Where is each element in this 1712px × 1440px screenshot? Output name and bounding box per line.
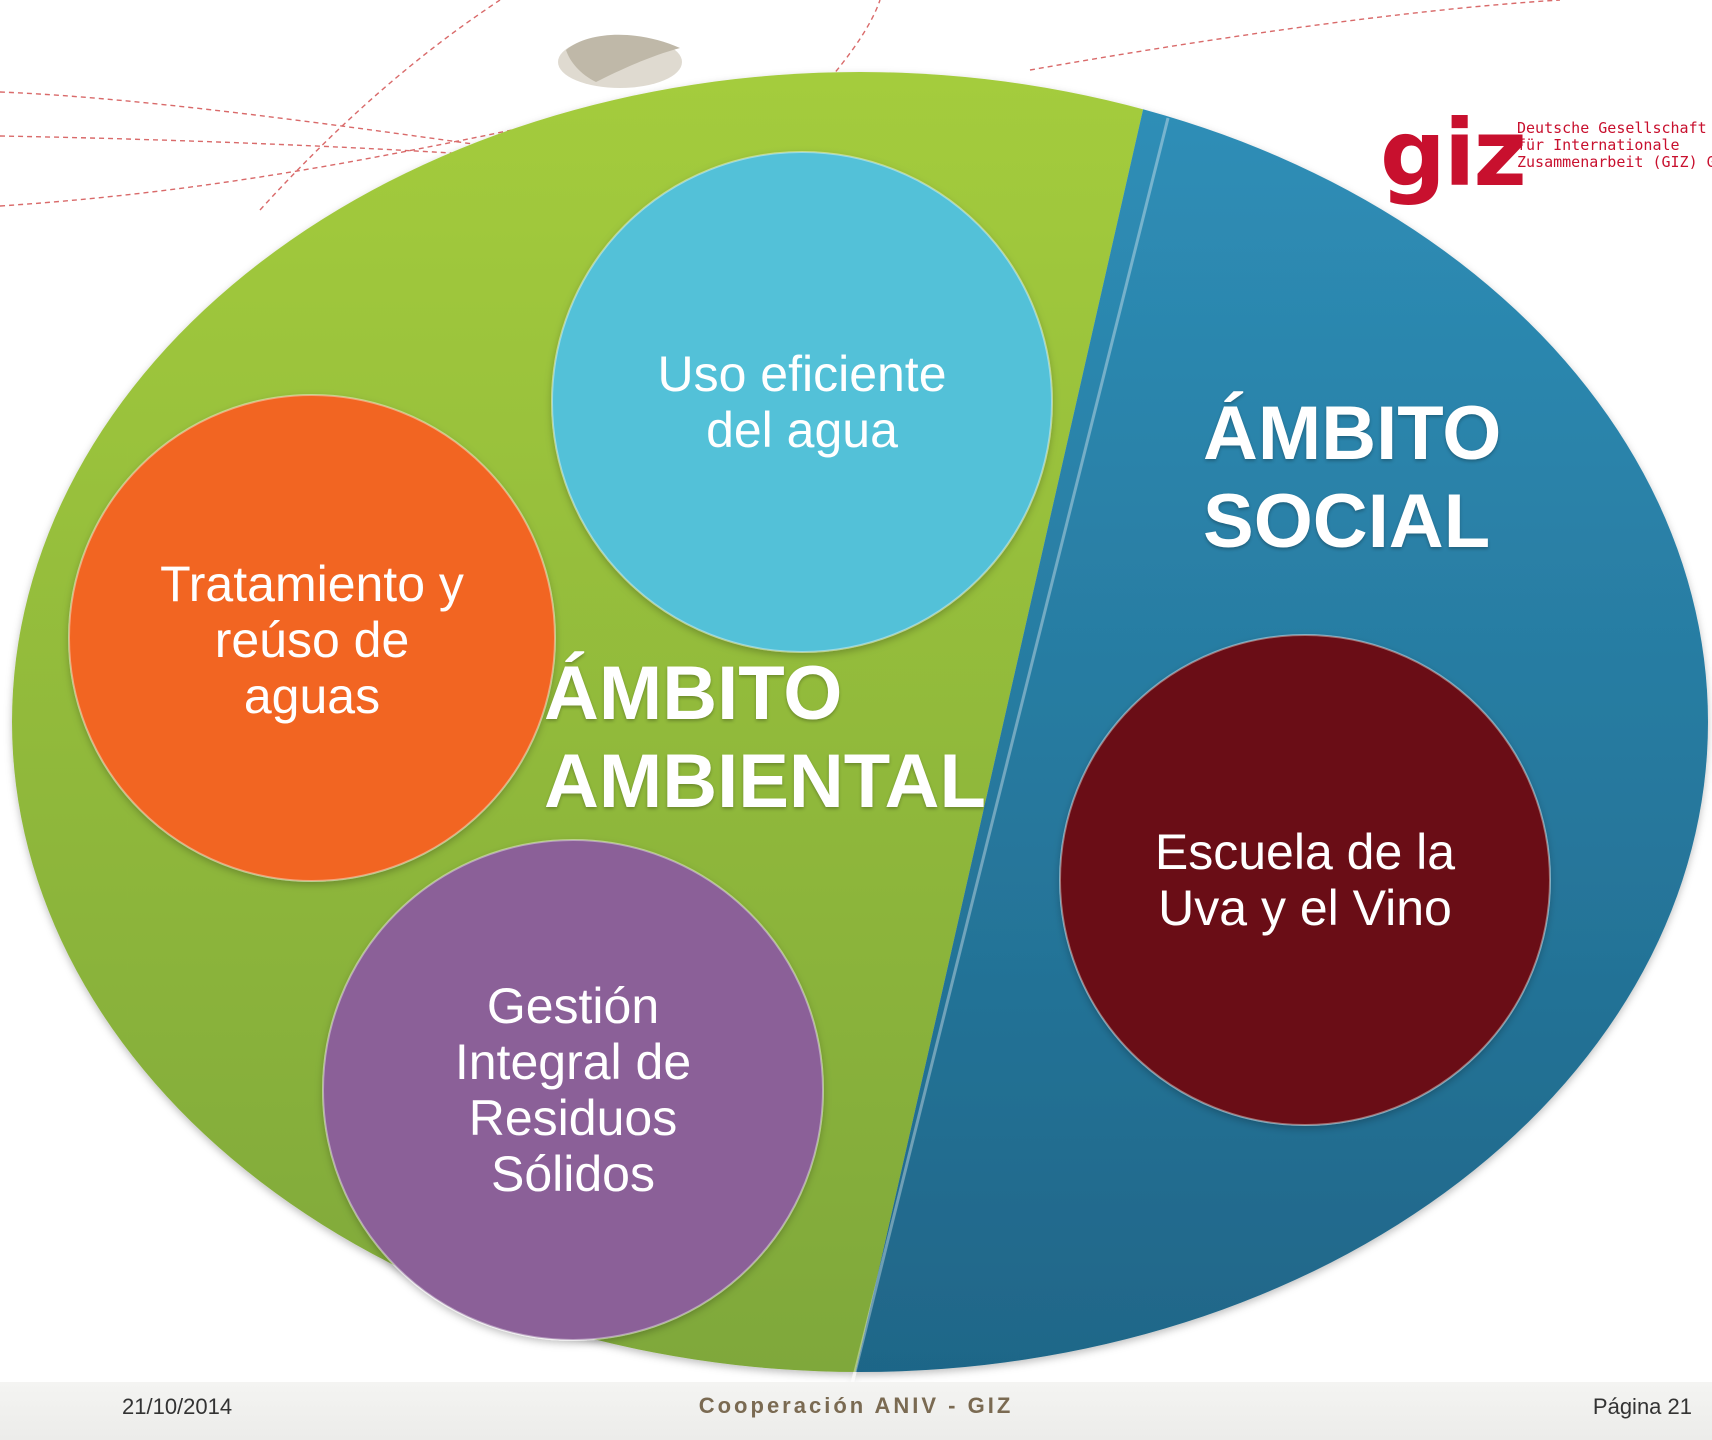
label-line: del agua bbox=[706, 402, 898, 458]
label-line: Escuela de la bbox=[1154, 824, 1456, 880]
logo-line: für Internationale bbox=[1517, 136, 1680, 154]
circle-escuela-uva-vino bbox=[1059, 634, 1551, 1126]
title-line: ÁMBITO bbox=[544, 651, 843, 736]
circle-tratamiento-reuso bbox=[68, 394, 556, 882]
title-ambito-ambiental: ÁMBITO AMBIENTAL bbox=[544, 650, 986, 826]
footer-bar bbox=[0, 1382, 1712, 1440]
label-tratamiento-reuso: Tratamiento y reúso de aguas bbox=[72, 530, 552, 750]
title-line: ÁMBITO bbox=[1203, 391, 1502, 476]
label-uso-eficiente-agua: Uso eficiente del agua bbox=[552, 302, 1052, 502]
footer-page-number: Página 21 bbox=[1592, 1394, 1692, 1419]
title-line: AMBIENTAL bbox=[544, 739, 986, 824]
label-line: Integral de bbox=[454, 1034, 692, 1090]
circle-uso-eficiente-agua bbox=[551, 151, 1053, 653]
footer-date: 21/10/2014 bbox=[122, 1394, 233, 1419]
label-line: Sólidos bbox=[491, 1146, 655, 1202]
title-ambito-social: ÁMBITO SOCIAL bbox=[1203, 390, 1501, 566]
label-gestion-residuos: Gestión Integral de Residuos Sólidos bbox=[323, 960, 823, 1220]
globe-map-icon bbox=[558, 34, 682, 88]
label-escuela-uva-vino: Escuela de la Uva y el Vino bbox=[1055, 800, 1555, 960]
logo-line: Deutsche Gesellschaft bbox=[1517, 120, 1707, 137]
circle-gestion-residuos bbox=[322, 839, 824, 1341]
label-line: aguas bbox=[243, 668, 381, 724]
label-line: Residuos bbox=[468, 1090, 678, 1146]
label-line: Gestión bbox=[486, 978, 660, 1034]
logo-line: Zusammenarbeit (GIZ) Gm bbox=[1517, 153, 1712, 171]
giz-logo: giz bbox=[1380, 100, 1527, 207]
region-divider bbox=[846, 117, 1170, 1401]
label-line: reúso de bbox=[214, 612, 410, 668]
label-line: Tratamiento y bbox=[160, 556, 464, 612]
footer-title: Cooperación ANIV - GIZ bbox=[698, 1393, 1014, 1418]
giz-logo-text: Deutsche Gesellschaft für Internationale… bbox=[1517, 120, 1712, 171]
title-line: SOCIAL bbox=[1203, 479, 1491, 564]
label-line: Uva y el Vino bbox=[1158, 880, 1452, 936]
label-line: Uso eficiente bbox=[657, 346, 947, 402]
